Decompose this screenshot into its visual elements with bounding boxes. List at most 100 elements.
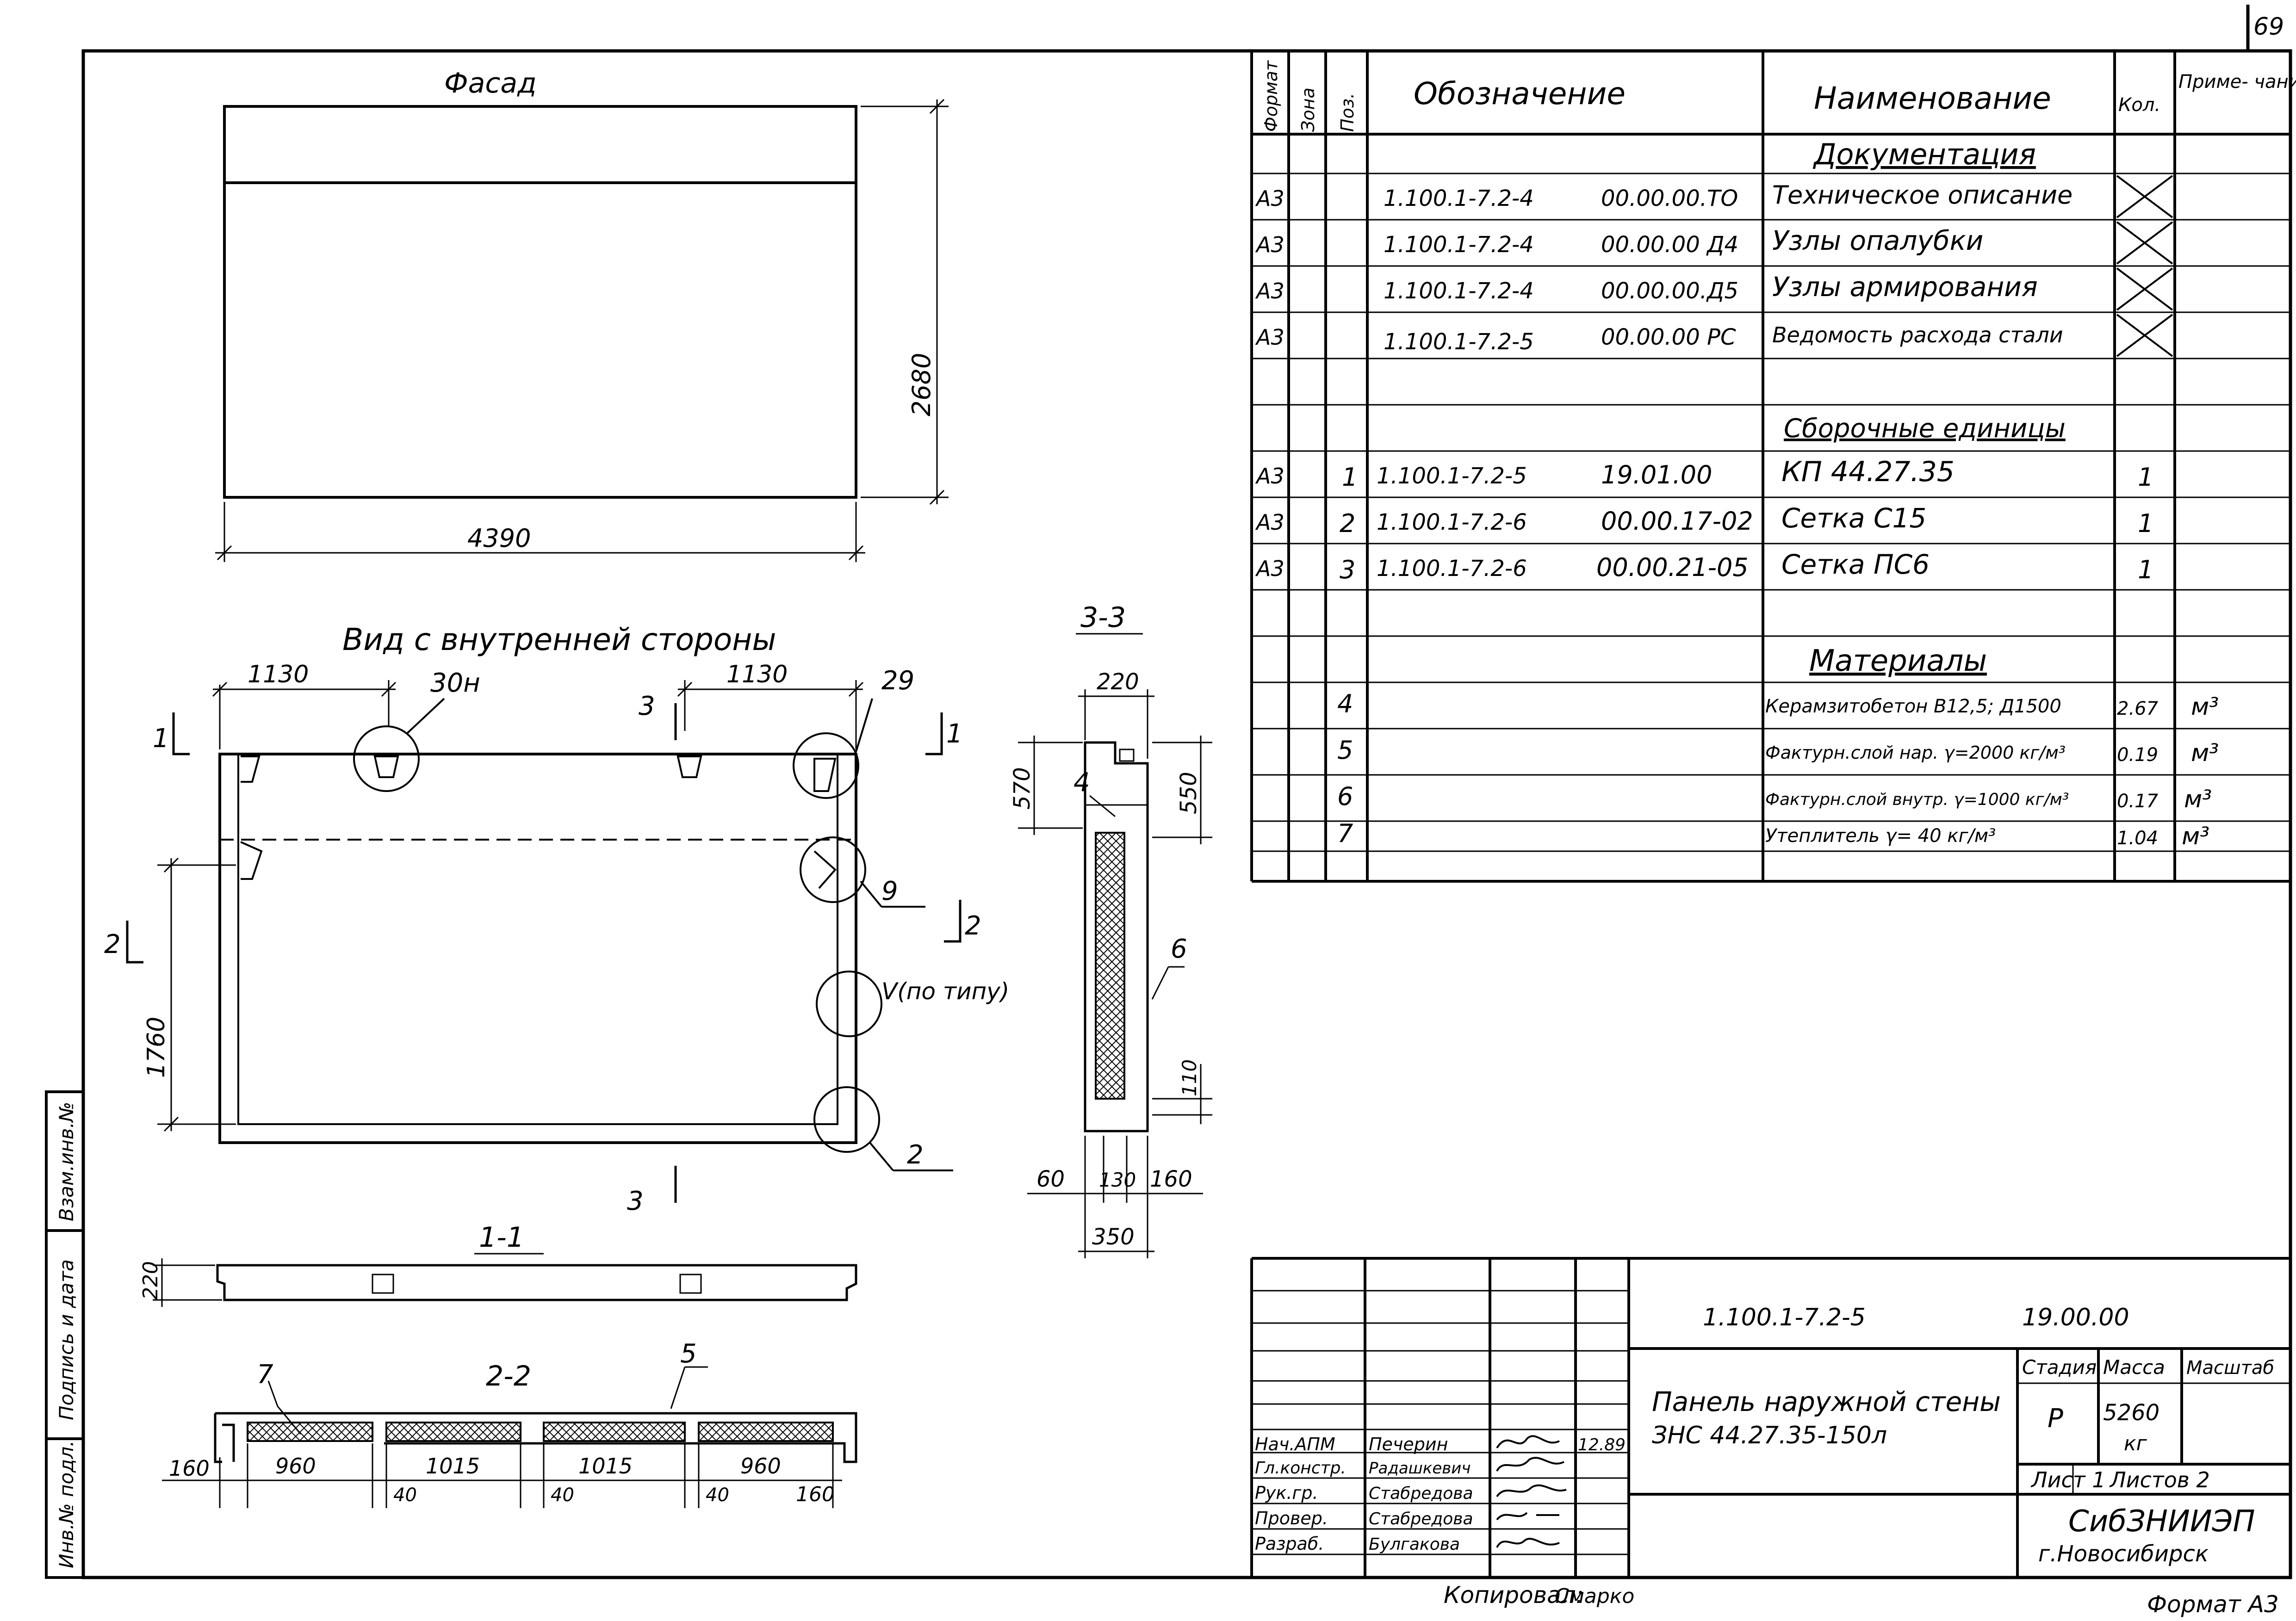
svg-text:5: 5 — [1337, 736, 1353, 765]
svg-text:4: 4 — [1337, 689, 1353, 718]
section-mark-2-left: 2 — [104, 929, 121, 959]
spec-doc-row: А3 1.100.1-7.2-4 00.00.00 Д4 Узлы опалуб… — [1255, 225, 1983, 258]
spec-doc-row: А3 1.100.1-7.2-5 00.00.00 РС Ведомость р… — [1255, 322, 2063, 355]
facade-view: Фасад 2680 4390 — [215, 67, 949, 562]
svg-text:1.100.1-7.2-6: 1.100.1-7.2-6 — [1377, 509, 1527, 535]
section-1-1-dim-220: 220 — [139, 1261, 162, 1300]
svg-text:1.100.1-7.2-4: 1.100.1-7.2-4 — [1384, 232, 1534, 258]
title-scale-label: Масштаб — [2186, 1357, 2274, 1379]
title-code-suffix: 19.00.00 — [2022, 1304, 2129, 1331]
section-3-3-dim-220: 220 — [1097, 669, 1139, 695]
svg-text:А3: А3 — [1255, 325, 1285, 350]
inner-view: Вид с внутренней стороны — [104, 622, 1009, 1216]
inner-dim-height: 1760 — [143, 1017, 170, 1078]
spec-header-pos: Поз. — [1337, 93, 1358, 132]
inner-view-title: Вид с внутренней стороны — [342, 622, 776, 657]
title-mass-unit: кг — [2124, 1432, 2147, 1455]
spec-material-row: 4 Керамзитобетон В12,5; Д1500 2.67 м³ — [1337, 689, 2219, 721]
svg-text:1.100.1-7.2-5: 1.100.1-7.2-5 — [1384, 329, 1534, 355]
section-mark-1-right: 1 — [946, 719, 963, 749]
callout-9: 9 — [881, 876, 898, 906]
spec-header-qty: Кол. — [2118, 94, 2160, 116]
svg-text:2: 2 — [1340, 509, 1355, 538]
section-3-3: 3-3 — [1009, 601, 1212, 1258]
svg-text:00.00.21-05: 00.00.21-05 — [1596, 553, 1749, 582]
svg-text:19.01.00: 19.01.00 — [1601, 460, 1712, 489]
callout-2: 2 — [907, 1140, 924, 1170]
section-3-3-callout-6: 6 — [1171, 934, 1187, 964]
svg-text:м³: м³ — [2191, 739, 2219, 767]
title-name-line1: Панель наружной стены — [1652, 1386, 2001, 1417]
svg-text:0.19: 0.19 — [2117, 744, 2158, 766]
svg-text:1.100.1-7.2-5: 1.100.1-7.2-5 — [1377, 463, 1527, 489]
facade-title: Фасад — [444, 67, 537, 99]
svg-text:А3: А3 — [1255, 186, 1285, 211]
title-mass: 5260 — [2103, 1400, 2159, 1426]
side-stamp-sign: Подпись и дата — [55, 1259, 78, 1420]
section-3-3-callout-4: 4 — [1074, 767, 1090, 798]
section-mark-2-right: 2 — [965, 911, 981, 941]
section-mark-1-left: 1 — [153, 724, 169, 754]
svg-text:Стабредова: Стабредова — [1369, 1510, 1473, 1528]
svg-text:1: 1 — [1342, 463, 1358, 492]
spec-header-designation: Обозначение — [1414, 76, 1626, 111]
svg-text:Узлы армирования: Узлы армирования — [1772, 271, 2038, 303]
section-3-3-dim-570: 570 — [1009, 767, 1035, 810]
spec-material-row: 5 Фактурн.слой нар. γ=2000 кг/м³ 0.19 м³ — [1337, 736, 2219, 767]
spec-material-row: 6 Фактурн.слой внутр. γ=1000 кг/м³ 0.17 … — [1337, 782, 2212, 813]
spec-assembly-row: А3 1 1.100.1-7.2-5 19.01.00 КП 44.27.35 … — [1255, 456, 2153, 492]
insulation-hatch — [1095, 832, 1125, 1100]
svg-text:1.100.1-7.2-4: 1.100.1-7.2-4 — [1384, 278, 1534, 304]
title-code: 1.100.1-7.2-5 — [1703, 1304, 1866, 1331]
svg-text:6: 6 — [1337, 782, 1353, 811]
title-role-row: Рук.гр. Стабредова — [1255, 1483, 1473, 1503]
spec-section-docs: Документация — [1812, 137, 2036, 171]
svg-text:м³: м³ — [2191, 693, 2219, 721]
section-2-2-callout-5: 5 — [680, 1339, 697, 1369]
svg-text:А3: А3 — [1255, 464, 1285, 489]
signatures — [1496, 1435, 1567, 1548]
title-org2: г.Новосибирск — [2038, 1541, 2209, 1567]
section-mark-3-top: 3 — [639, 691, 655, 721]
section-2-2-title: 2-2 — [486, 1360, 531, 1392]
section-2-2-dim-40-b: 40 — [551, 1485, 574, 1506]
svg-text:3: 3 — [1340, 555, 1355, 584]
section-2-2-dim-40-a: 40 — [393, 1485, 417, 1506]
svg-text:Фактурн.слой внутр. γ=1000 кг/: Фактурн.слой внутр. γ=1000 кг/м³ — [1765, 790, 2069, 809]
section-2-2-dim-960-a: 960 — [275, 1454, 316, 1479]
title-block: 1.100.1-7.2-5 19.00.00 Панель наружной с… — [1250, 1257, 2290, 1578]
inner-dim-right: 1130 — [726, 661, 788, 688]
title-role-row: Нач.АПМ Печерин — [1255, 1434, 1448, 1454]
footer-copied: Копировал: — [1444, 1582, 1584, 1609]
svg-text:1.04: 1.04 — [2117, 828, 2158, 849]
title-date: 12.89 — [1578, 1435, 1626, 1454]
svg-text:Стабредова: Стабредова — [1369, 1484, 1473, 1503]
svg-text:Узлы опалубки: Узлы опалубки — [1772, 225, 1983, 256]
svg-text:Техническое описание: Техническое описание — [1772, 180, 2073, 210]
svg-text:00.00.17-02: 00.00.17-02 — [1601, 507, 1753, 536]
section-3-3-title: 3-3 — [1080, 601, 1126, 634]
svg-text:А3: А3 — [1255, 278, 1285, 303]
section-2-2-hatch — [247, 1422, 834, 1442]
section-2-2-dim-960-b: 960 — [740, 1454, 781, 1479]
side-stamp: Инв.№ подл. Подпись и дата Взам.инв.№ — [45, 1090, 85, 1579]
section-2-2-dim-1015-b: 1015 — [578, 1454, 633, 1479]
svg-text:А3: А3 — [1255, 510, 1285, 535]
svg-text:Печерин: Печерин — [1369, 1434, 1448, 1454]
spec-section-materials: Материалы — [1809, 644, 1987, 678]
spec-assembly-row: А3 3 1.100.1-7.2-6 00.00.21-05 Сетка ПС6… — [1255, 549, 2153, 584]
side-stamp-inv: Инв.№ подл. — [55, 1441, 78, 1568]
svg-text:0.17: 0.17 — [2117, 791, 2159, 812]
footer-copied-sign: Смарко — [1555, 1584, 1634, 1608]
facade-dim-height: 2680 — [907, 353, 936, 416]
section-3-3-dim-350: 350 — [1092, 1224, 1135, 1250]
side-stamp-replace: Взам.инв.№ — [55, 1102, 78, 1221]
svg-text:А3: А3 — [1255, 232, 1285, 257]
section-3-3-dim-110: 110 — [1178, 1059, 1201, 1096]
title-org1: СибЗНИИЭП — [2068, 1504, 2255, 1539]
title-mass-label: Масса — [2103, 1356, 2165, 1379]
svg-text:Нач.АПМ: Нач.АПМ — [1255, 1434, 1335, 1454]
sheet-frame — [81, 5, 2292, 1579]
svg-text:00.00.00.ТО: 00.00.00.ТО — [1601, 186, 1738, 211]
